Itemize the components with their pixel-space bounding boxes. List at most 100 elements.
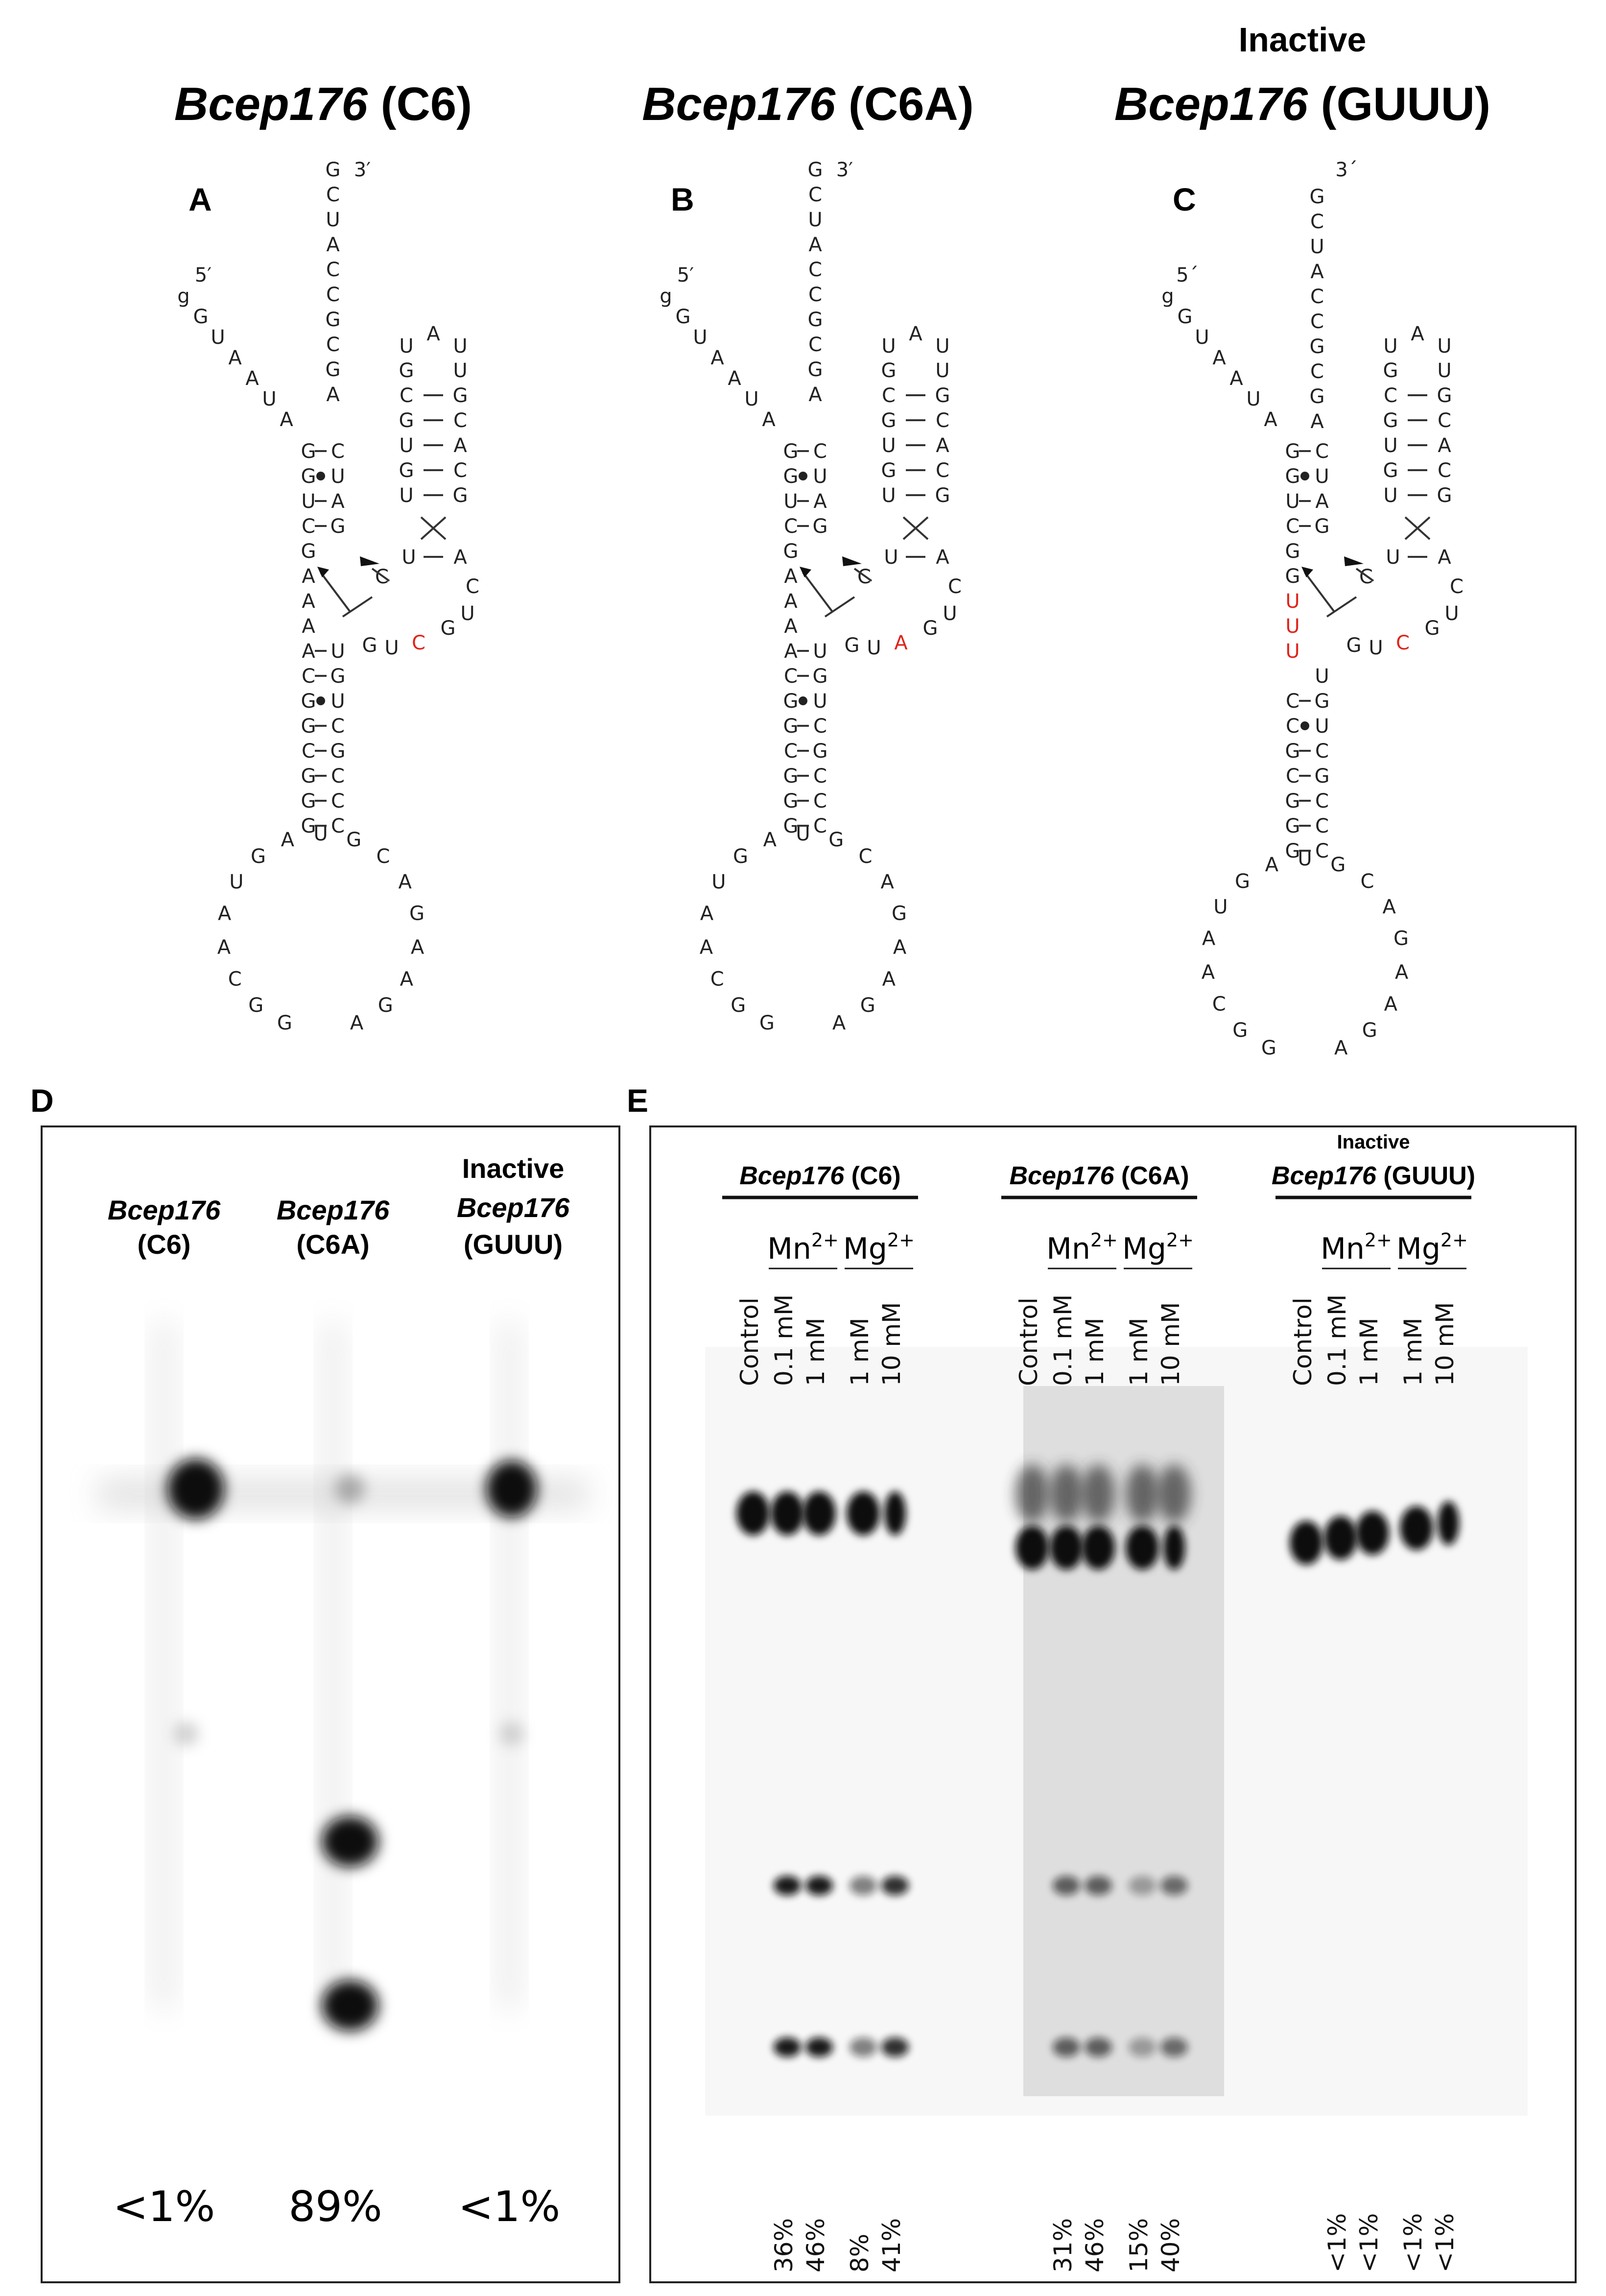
panel-d-label-1: Bcep176 (C6) xyxy=(108,1195,221,1260)
gel-smear xyxy=(1016,1464,1049,1523)
lower-right: G xyxy=(813,665,828,688)
cleavage-percent: 41% xyxy=(877,2218,906,2272)
five-prime-label: 5′ xyxy=(195,264,212,287)
lower-left: U xyxy=(1315,665,1329,688)
loop-nucleotide: U xyxy=(796,823,810,845)
hairpin-left: U xyxy=(399,484,413,507)
ion-label: Mn2+ xyxy=(1321,1229,1392,1266)
stem-nucleotide: A xyxy=(1310,410,1324,433)
panel-d-percent-3: <1% xyxy=(458,2182,561,2231)
cleavage-percent: 46% xyxy=(802,2218,830,2272)
junction: C xyxy=(948,575,962,598)
cleavage-percent: <1% xyxy=(1323,2213,1351,2272)
five-prime-label: 5´ xyxy=(1176,264,1198,287)
hairpin-right: C xyxy=(936,459,949,482)
cleavage-percent: 31% xyxy=(1049,2218,1077,2272)
cleavage-percent: 40% xyxy=(1157,2218,1185,2272)
junction: C xyxy=(1359,566,1373,588)
lower-left: C xyxy=(784,740,798,763)
junction: A xyxy=(1438,546,1451,569)
strand-arrow xyxy=(320,572,351,613)
lower-right: C xyxy=(331,765,345,788)
pair-left: G xyxy=(1285,465,1300,488)
stem-nucleotide: C xyxy=(1310,311,1324,333)
loop-nucleotide: A xyxy=(882,968,896,990)
lane-label: 1 mM xyxy=(1125,1317,1153,1386)
hairpin-left: C xyxy=(400,384,413,407)
bulge-nucleotide: A xyxy=(784,565,798,588)
lower-left: A xyxy=(302,640,315,663)
loop-nucleotide: C xyxy=(377,845,390,868)
ion-label: Mg2+ xyxy=(843,1229,915,1266)
svg-text:Bcep176 (C6): Bcep176 (C6) xyxy=(174,78,472,130)
hairpin-loop: U xyxy=(399,335,413,358)
hairpin-right: G xyxy=(453,384,468,407)
lower-left: G xyxy=(1285,815,1300,837)
lower-left: G xyxy=(783,715,799,738)
gel-band-product xyxy=(805,1876,833,1895)
lower-left: G xyxy=(783,815,799,837)
gel-smear xyxy=(323,1322,343,2008)
lower-left: A xyxy=(784,640,798,663)
bulge-nucleotide: A xyxy=(302,590,315,613)
gel-band-uncleaved xyxy=(1324,1516,1357,1560)
lane-label: 1 mM xyxy=(1355,1317,1383,1386)
junction: U xyxy=(1386,546,1400,569)
junction: U xyxy=(943,602,957,625)
header-c-pre: Inactive xyxy=(1239,21,1367,59)
loop-nucleotide: U xyxy=(711,871,726,893)
stem-nucleotide: C xyxy=(326,259,340,281)
gel-band-product xyxy=(805,2037,833,2057)
tail-nucleotide: A xyxy=(1212,347,1226,369)
gel-band-uncleaved xyxy=(1082,1526,1115,1570)
hairpin-left: U xyxy=(881,434,896,457)
panel-d-label-1-suffix: (C6) xyxy=(138,1229,191,1260)
lower-right: C xyxy=(1315,815,1329,837)
hairpin-left: U xyxy=(1383,434,1397,457)
junction: A xyxy=(453,546,467,569)
header-a-name: Bcep176 xyxy=(174,78,368,130)
junction: G xyxy=(923,617,938,640)
hairpin-loop: U xyxy=(935,335,949,358)
hairpin-left: G xyxy=(881,359,897,382)
hairpin-left: G xyxy=(1383,359,1398,382)
junction: U xyxy=(884,546,898,569)
lower-left: G xyxy=(301,690,316,713)
hairpin-right: A xyxy=(453,434,467,457)
junction: G xyxy=(362,634,378,657)
hairpin-right: A xyxy=(1438,434,1451,457)
panel-label-e: E xyxy=(627,1082,648,1119)
junction: G xyxy=(1425,617,1440,640)
wobble-dot xyxy=(1300,721,1309,730)
panel-d-percent-2: 89% xyxy=(288,2182,382,2231)
cleavage-arrowhead xyxy=(360,556,379,566)
tail-nucleotide: g xyxy=(177,285,189,308)
loop-nucleotide: A xyxy=(350,1012,364,1034)
hairpin-loop: U xyxy=(881,335,896,358)
loop-nucleotide: A xyxy=(218,903,232,925)
panel-d-label-2: Bcep176 (C6A) xyxy=(277,1195,390,1260)
loop-nucleotide: A xyxy=(700,936,713,958)
stem-nucleotide: C xyxy=(808,184,822,206)
group-title-name: Bcep176 xyxy=(1009,1162,1114,1190)
lower-left: C xyxy=(302,740,315,763)
hairpin-left: G xyxy=(399,359,414,382)
bulge-nucleotide: G xyxy=(1285,565,1300,588)
panel-e-frame xyxy=(649,1125,1577,2283)
pair-left: G xyxy=(783,440,799,463)
hairpin-right: U xyxy=(1437,359,1451,382)
gel-band-product xyxy=(1085,1876,1112,1895)
hairpin-left: G xyxy=(1383,409,1398,432)
gel-band-uncleaved xyxy=(335,1474,365,1504)
stem-nucleotide: G xyxy=(326,309,341,331)
stem-nucleotide: U xyxy=(326,209,340,231)
ion-symbol: Mg xyxy=(843,1232,887,1266)
panel-d-percent-1: <1% xyxy=(113,2182,215,2231)
loop-nucleotide: A xyxy=(1334,1037,1348,1059)
lower-right: G xyxy=(813,740,828,763)
stem-nucleotide: U xyxy=(808,209,822,231)
pair-right: C xyxy=(1315,440,1329,463)
lane-label: 10 mM xyxy=(1431,1302,1459,1386)
